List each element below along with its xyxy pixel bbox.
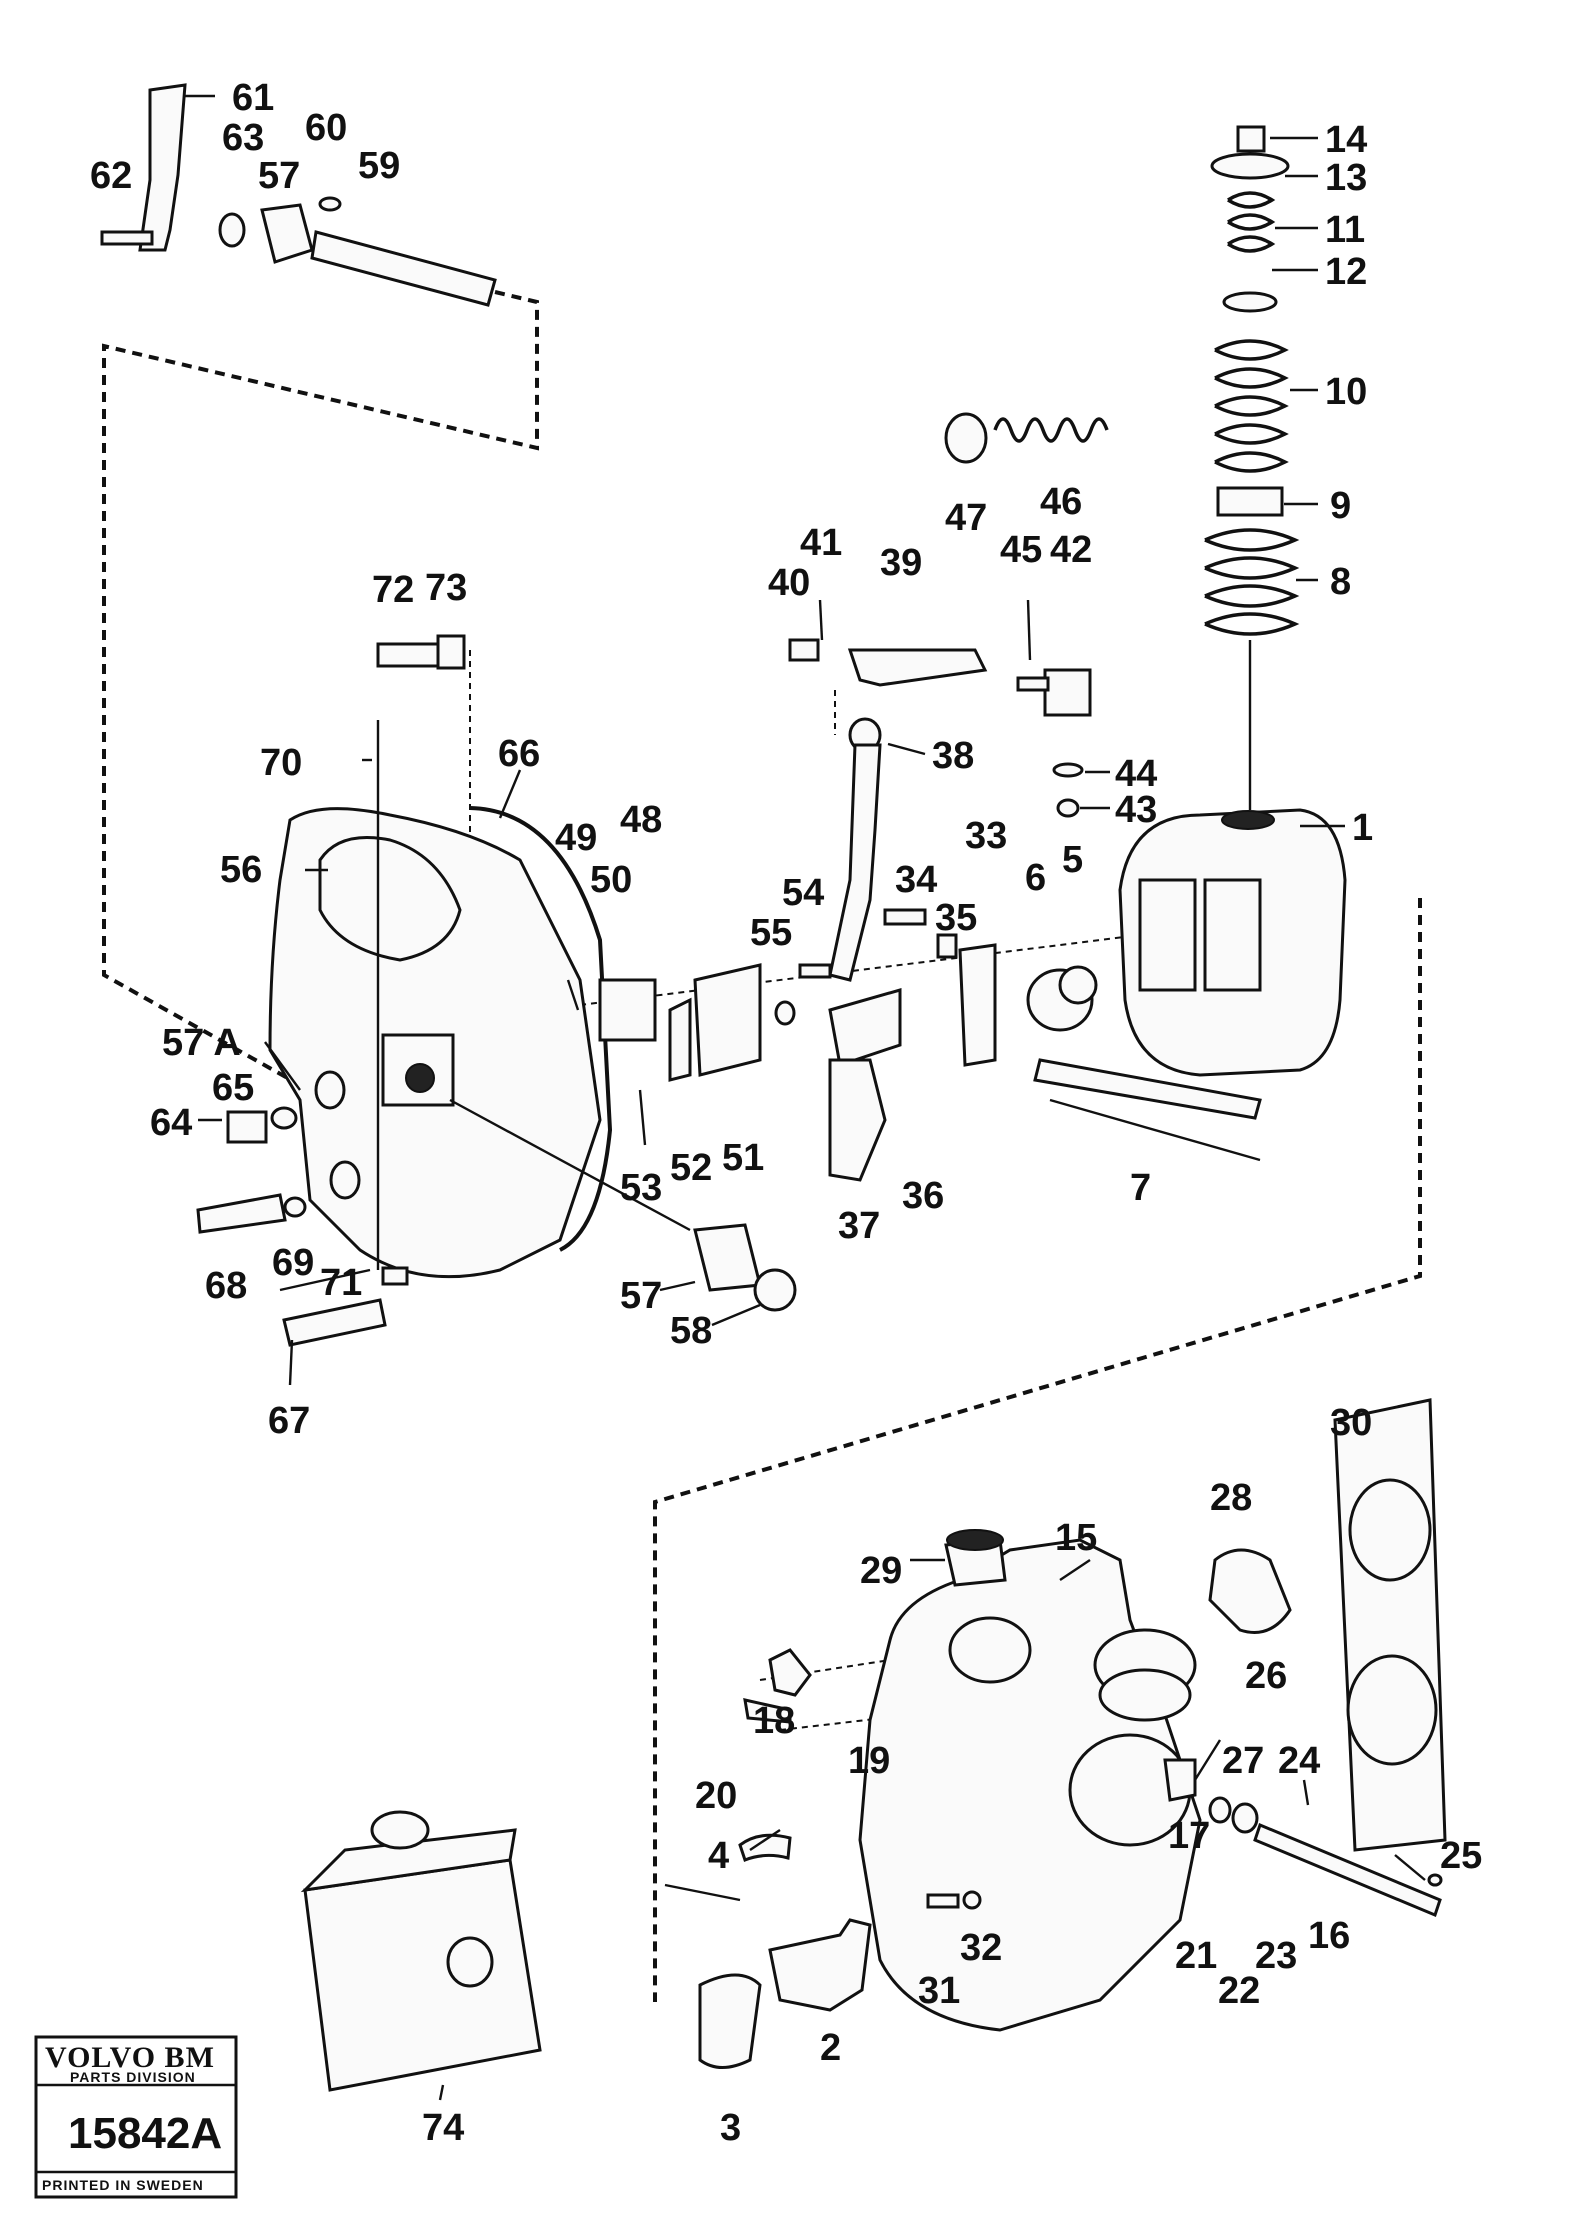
- stamp-number: 15842A: [68, 2109, 222, 2158]
- cover-box: [300, 1810, 542, 2092]
- label-10: 10: [1325, 371, 1367, 413]
- label-2: 2: [820, 2027, 841, 2069]
- label-69: 69: [272, 1242, 314, 1284]
- label-63: 63: [222, 117, 264, 159]
- label-61: 61: [232, 77, 274, 119]
- label-70: 70: [260, 742, 302, 784]
- label-64: 64: [150, 1102, 192, 1144]
- label-24: 24: [1278, 1740, 1320, 1782]
- label-25: 25: [1440, 1835, 1482, 1877]
- label-33: 33: [965, 815, 1007, 857]
- parts-stamp: VOLVO BM PARTS DIVISION 15842A PRINTED I…: [34, 2035, 238, 2199]
- label-12: 12: [1325, 251, 1367, 293]
- label-8: 8: [1330, 561, 1351, 603]
- label-13: 13: [1325, 157, 1367, 199]
- label-6: 6: [1025, 857, 1046, 899]
- label-72: 72: [372, 569, 414, 611]
- label-27: 27: [1222, 1740, 1264, 1782]
- label-44: 44: [1115, 753, 1157, 795]
- label-41: 41: [800, 522, 842, 564]
- label-59: 59: [358, 145, 400, 187]
- label-36: 36: [902, 1175, 944, 1217]
- label-11: 11: [1325, 209, 1365, 251]
- label-55: 55: [750, 912, 792, 954]
- label-34: 34: [895, 859, 937, 901]
- lever-assembly: [100, 83, 497, 307]
- label-5: 5: [1062, 839, 1083, 881]
- middle-parts: [566, 908, 1262, 1182]
- label-4: 4: [708, 1835, 729, 1877]
- label-38: 38: [932, 735, 974, 777]
- spring-stack: [1204, 125, 1300, 810]
- label-57-bottom: 57: [620, 1275, 662, 1317]
- label-21: 21: [1175, 1935, 1217, 1977]
- label-7: 7: [1130, 1167, 1151, 1209]
- label-47: 47: [945, 497, 987, 539]
- label-66: 66: [498, 733, 540, 775]
- label-43: 43: [1115, 789, 1157, 831]
- label-35: 35: [935, 897, 977, 939]
- linkage-parts: [376, 599, 1092, 982]
- label-67: 67: [268, 1400, 310, 1442]
- label-54: 54: [782, 872, 824, 914]
- label-17: 17: [1168, 1815, 1210, 1857]
- governor-housing: [1118, 808, 1347, 1077]
- label-14: 14: [1325, 119, 1367, 161]
- label-29: 29: [860, 1550, 902, 1592]
- label-65: 65: [212, 1067, 254, 1109]
- label-56: 56: [220, 849, 262, 891]
- label-20: 20: [695, 1775, 737, 1817]
- label-16: 16: [1308, 1915, 1350, 1957]
- spring-46: [944, 412, 1109, 464]
- label-42: 42: [1050, 529, 1092, 571]
- label-28: 28: [1210, 1477, 1252, 1519]
- label-22: 22: [1218, 1970, 1260, 2012]
- label-60: 60: [305, 107, 347, 149]
- label-58: 58: [670, 1310, 712, 1352]
- label-68: 68: [205, 1265, 247, 1307]
- label-31: 31: [918, 1970, 960, 2012]
- leader-lines: [185, 94, 1426, 2101]
- label-50: 50: [590, 859, 632, 901]
- label-18: 18: [753, 1700, 795, 1742]
- label-73: 73: [425, 567, 467, 609]
- label-26: 26: [1245, 1655, 1287, 1697]
- stamp-brand: VOLVO BM: [45, 2041, 215, 2074]
- label-51: 51: [722, 1137, 764, 1179]
- label-53: 53: [620, 1167, 662, 1209]
- label-71: 71: [320, 1262, 362, 1304]
- part-labels: 61 62 63 60 57 59 14 13 11 12 10 9 8 47 …: [90, 77, 1482, 2149]
- label-30: 30: [1330, 1402, 1372, 1444]
- stamp-printed: PRINTED IN SWEDEN: [42, 2177, 204, 2193]
- label-49: 49: [555, 817, 597, 859]
- lower-housing: [698, 1398, 1447, 2069]
- stamp-division: PARTS DIVISION: [70, 2069, 196, 2085]
- label-48: 48: [620, 799, 662, 841]
- label-9: 9: [1330, 485, 1351, 527]
- label-62: 62: [90, 155, 132, 197]
- lower-left-parts: [196, 1106, 797, 1347]
- label-57-top: 57: [258, 155, 300, 197]
- label-3: 3: [720, 2107, 741, 2149]
- label-23: 23: [1255, 1935, 1297, 1977]
- label-32: 32: [960, 1927, 1002, 1969]
- label-45: 45: [1000, 529, 1042, 571]
- label-39: 39: [880, 542, 922, 584]
- label-46: 46: [1040, 481, 1082, 523]
- label-52: 52: [670, 1147, 712, 1189]
- label-1: 1: [1352, 807, 1373, 849]
- label-40: 40: [768, 562, 810, 604]
- label-74: 74: [422, 2107, 464, 2149]
- front-cover: [268, 720, 613, 1279]
- label-37: 37: [838, 1205, 880, 1247]
- label-19: 19: [848, 1740, 890, 1782]
- label-57a: 57 A: [162, 1022, 241, 1064]
- label-15: 15: [1055, 1517, 1097, 1559]
